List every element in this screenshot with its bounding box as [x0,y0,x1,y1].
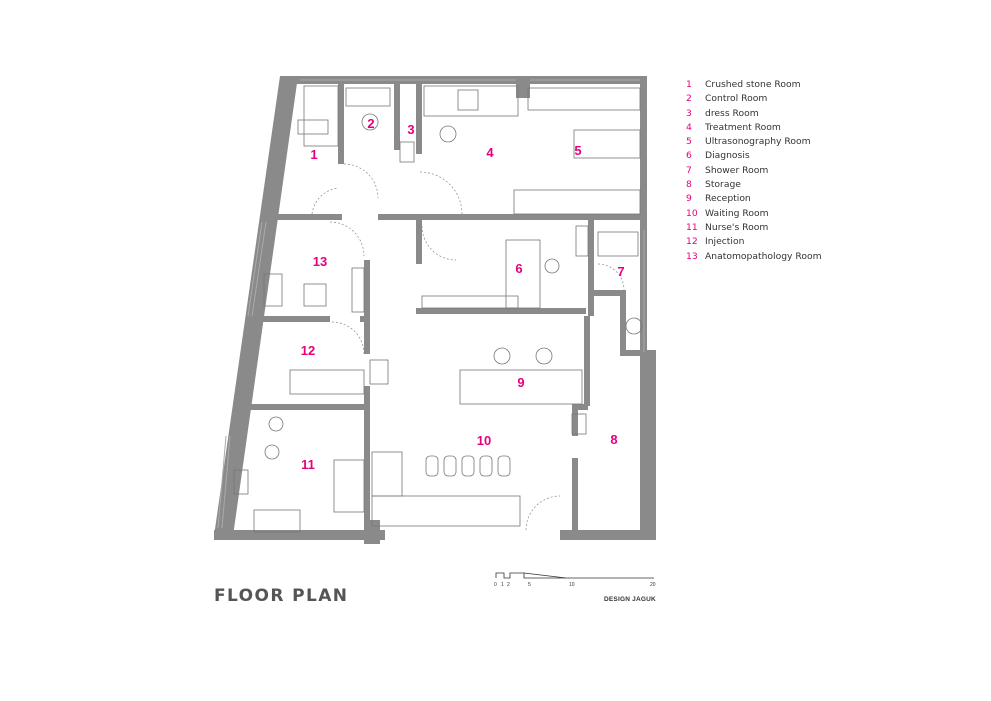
room-label-7: 7 [617,264,624,279]
scale-tick-1: 1 [501,582,504,588]
room-label-11: 11 [301,457,315,472]
scale-tick-20: 20 [650,582,656,588]
room-label-9: 9 [517,375,524,390]
scale-tick-0: 0 [494,582,497,588]
room-label-2: 2 [367,116,374,131]
room-label-3: 3 [407,122,414,137]
windows [217,79,645,529]
fixtures [233,85,643,533]
scale-tick-5: 5 [528,582,531,588]
exterior-walls [214,76,656,544]
room-label-4: 4 [486,145,494,160]
room-label-10: 10 [477,433,491,448]
room-label-12: 12 [301,343,315,358]
interior-walls [242,84,656,530]
room-label-8: 8 [610,432,617,447]
room-label-6: 6 [515,261,522,276]
scale-labels: 0 1 2 5 10 20 [494,582,656,588]
room-labels: 1 2 3 4 5 6 7 8 9 10 11 12 13 [301,116,625,472]
room-label-1: 1 [310,147,317,162]
scale-tick-2: 2 [507,582,510,588]
room-label-13: 13 [313,254,327,269]
door-swings [311,163,625,531]
designer-credit: DESIGN JAGUK [604,596,656,603]
page-title: FLOOR PLAN [214,586,349,606]
scale-bar [495,572,654,579]
scale-tick-10: 10 [569,582,575,588]
room-label-5: 5 [574,143,581,158]
